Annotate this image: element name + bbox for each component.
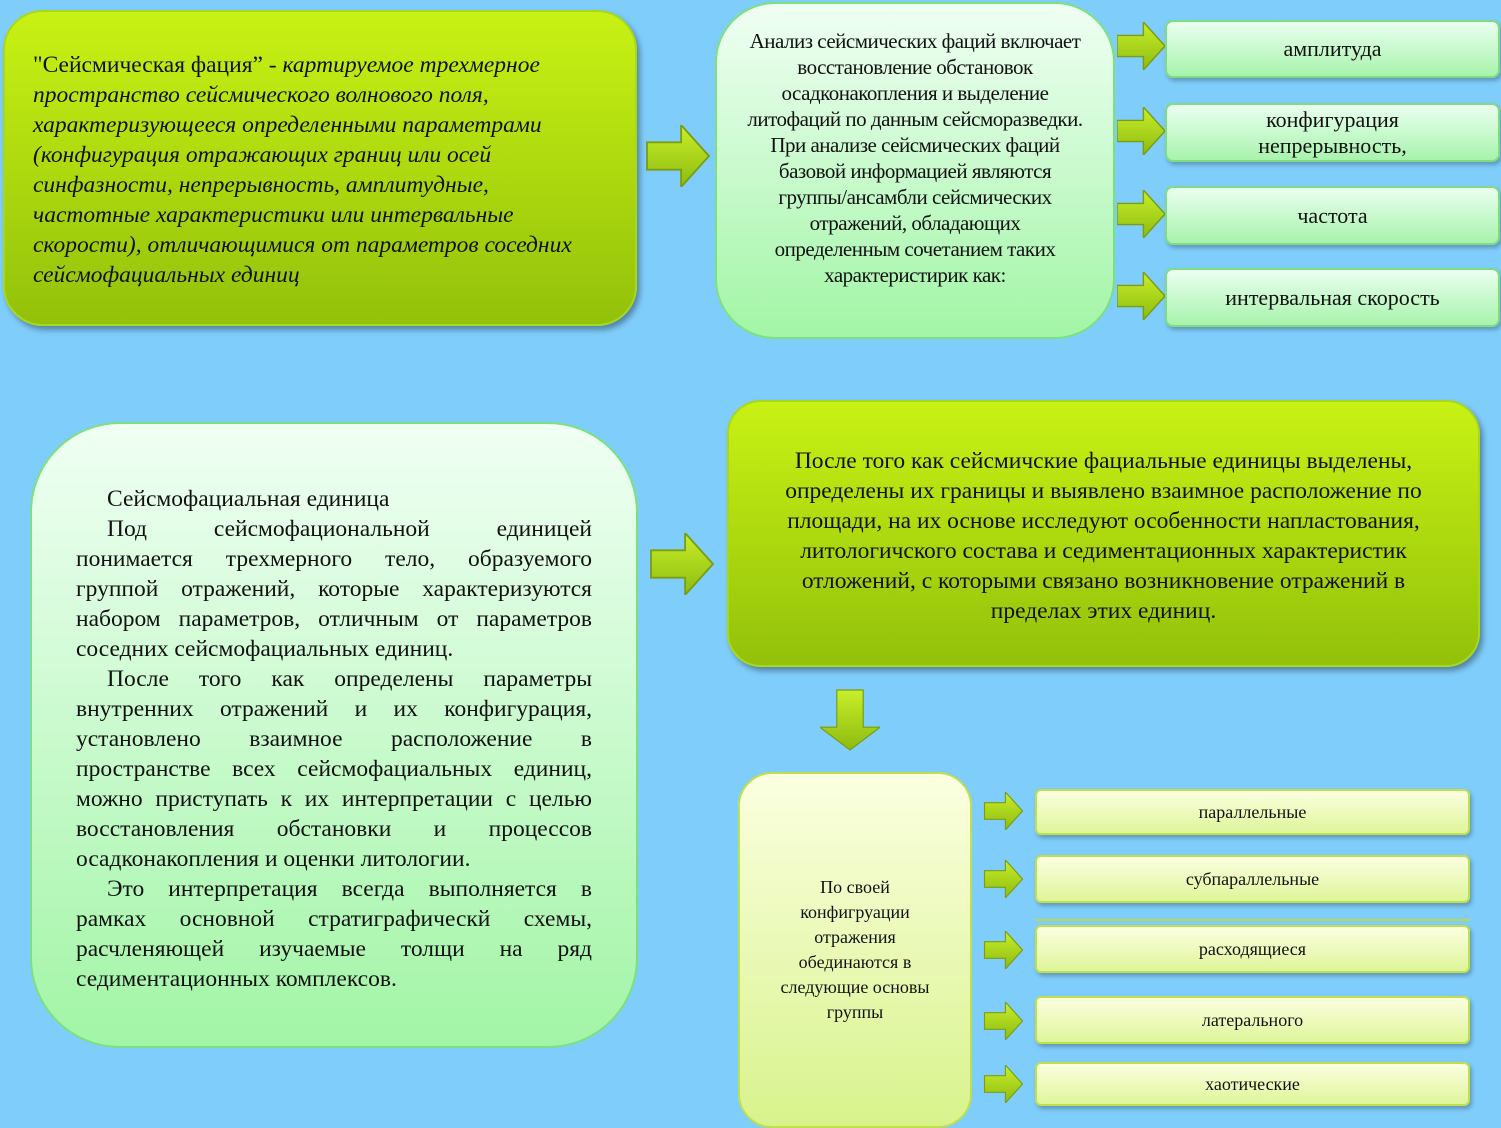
after-text: После того как сейсмичские фациальные ед…: [785, 448, 1422, 624]
group-divergent: расходящиеся: [1035, 925, 1470, 973]
unit-p2: После того как определены параметры внут…: [76, 666, 592, 872]
arrow-right-icon: [972, 1065, 1035, 1103]
arrow-right-icon: [1117, 107, 1165, 155]
characteristic-label: частота: [1297, 202, 1368, 228]
analysis-p2: При анализе сейсмических фаций базовой и…: [770, 133, 1060, 287]
groups-label: По своей конфигруации отражения обединаю…: [780, 877, 930, 1022]
group-label: расходящиеся: [1198, 938, 1307, 959]
arrow-right-icon: [640, 125, 716, 187]
arrow-right-icon: [1117, 190, 1165, 238]
characteristic-configuration: конфигурация непрерывность,: [1165, 103, 1500, 162]
group-label: параллельные: [1198, 801, 1307, 822]
characteristic-label: амплитуда: [1283, 36, 1382, 61]
arrow-right-icon: [642, 533, 722, 595]
groups-label-box: По своей конфигруации отражения обединаю…: [738, 772, 972, 1128]
arrow-right-icon: [972, 792, 1035, 830]
analysis-p1: Анализ сейсмических фаций включает восст…: [747, 29, 1083, 131]
characteristic-velocity: интервальная скорость: [1165, 268, 1500, 327]
group-label: субпараллельные: [1185, 868, 1320, 889]
definition-text: картируемое трехмерное пространство сейс…: [33, 52, 572, 288]
unit-p1: Под сейсмофациональной единицей понимает…: [76, 516, 592, 662]
unit-box: Сейсмофациальная единица Под сейсмофацио…: [30, 422, 638, 1048]
arrow-right-icon: [972, 931, 1035, 969]
arrow-right-icon: [972, 860, 1035, 898]
characteristic-label: интервальная скорость: [1225, 284, 1440, 310]
arrow-down-icon: [820, 668, 880, 772]
group-subparallel: субпараллельные: [1035, 855, 1470, 903]
analysis-box: Анализ сейсмических фаций включает восст…: [715, 2, 1115, 339]
arrow-right-icon: [1117, 22, 1165, 70]
group-lateral: латерального: [1035, 996, 1470, 1044]
characteristic-label: конфигурация непрерывность,: [1258, 106, 1407, 158]
divider: [1035, 919, 1470, 921]
arrow-right-icon: [972, 1002, 1035, 1040]
after-box: После того как сейсмичские фациальные ед…: [727, 400, 1480, 667]
definition-term: "Сейсмическая фация” -: [33, 52, 283, 78]
arrow-right-icon: [1117, 272, 1165, 320]
unit-title: Сейсмофациальная единица: [107, 486, 390, 512]
definition-box: "Сейсмическая фация” - картируемое трехм…: [3, 10, 637, 326]
unit-p3: Это интерпретация всегда выполняется в р…: [76, 876, 592, 992]
characteristic-frequency: частота: [1165, 186, 1500, 245]
group-parallel: параллельные: [1035, 789, 1470, 835]
group-chaotic: хаотические: [1035, 1062, 1470, 1106]
group-label: хаотические: [1205, 1073, 1300, 1094]
group-label: латерального: [1201, 1009, 1304, 1030]
characteristic-amplitude: амплитуда: [1165, 20, 1500, 78]
